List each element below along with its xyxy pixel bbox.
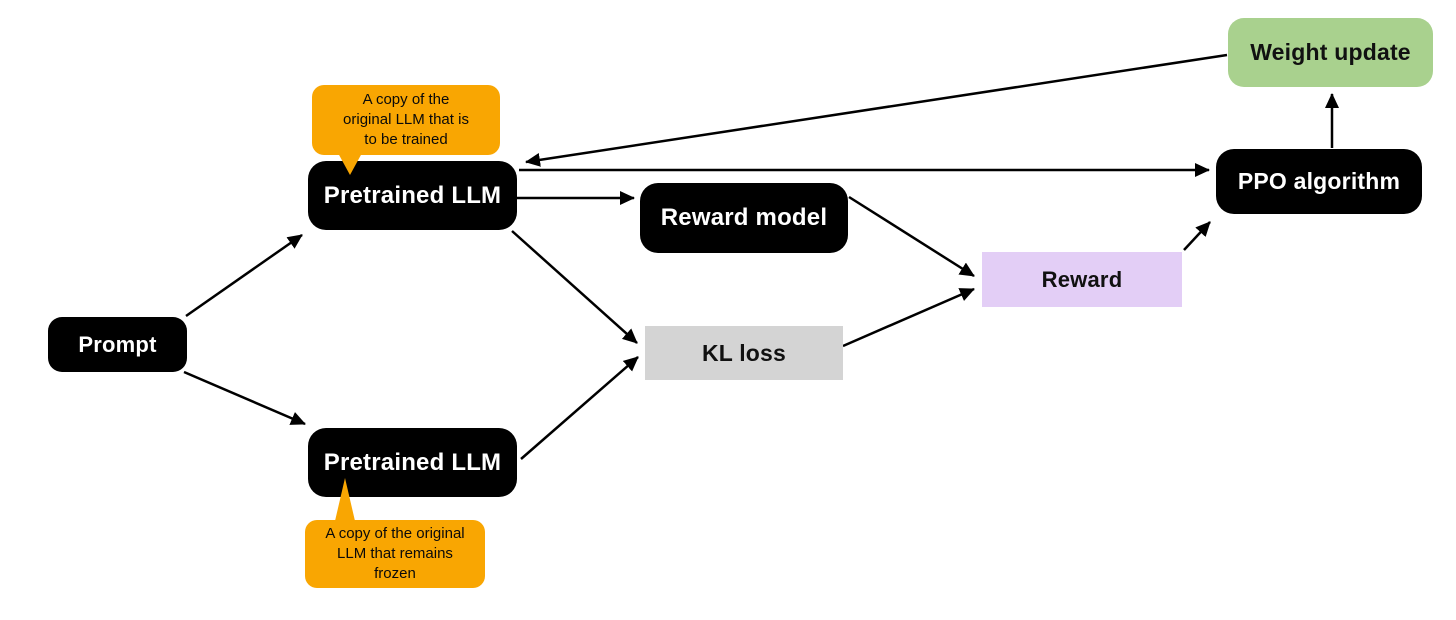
node-ppo-algorithm-label: PPO algorithm [1237, 168, 1401, 194]
callout-trained-note: A copy of the original LLM that is to be… [312, 85, 500, 175]
node-kl-loss: KL loss [645, 326, 843, 380]
callout-tail-up [335, 478, 355, 521]
callout-tail-down [338, 153, 362, 175]
node-reward: Reward [982, 252, 1182, 307]
node-reward-model: Reward model [640, 183, 848, 253]
edge-prompt-to-trained-llm [185, 233, 303, 318]
node-prompt-label: Prompt [78, 331, 157, 357]
edge-frozen-llm-to-kl-loss [520, 356, 639, 460]
callout-trained-note-line: to be trained [364, 131, 448, 148]
node-pretrained-llm-trained-label: Pretrained LLM [323, 181, 502, 209]
callout-trained-note-line: original LLM that is [343, 111, 469, 128]
callout-frozen-note: A copy of the original LLM that remains … [305, 478, 485, 588]
callout-frozen-note-line: frozen [374, 565, 416, 582]
node-kl-loss-label: KL loss [701, 339, 787, 366]
callout-frozen-note-line: LLM that remains [337, 545, 453, 562]
callout-frozen-note-line: A copy of the original [325, 525, 465, 542]
edge-reward-to-ppo [1183, 221, 1211, 251]
edge-trained-llm-to-kl-loss [511, 230, 638, 344]
edge-prompt-to-frozen-llm [183, 370, 306, 426]
node-pretrained-llm-frozen-label: Pretrained LLM [323, 448, 502, 476]
node-weight-update: Weight update [1228, 18, 1433, 87]
callout-trained-note-line: A copy of the [362, 91, 450, 108]
node-reward-model-label: Reward model [660, 204, 828, 231]
edge-reward-model-to-reward [848, 195, 975, 278]
node-reward-label: Reward [1041, 266, 1123, 292]
node-weight-update-label: Weight update [1250, 39, 1411, 65]
edge-kl-loss-to-reward [842, 287, 975, 348]
edge-weight-update-to-trained-llm [525, 53, 1228, 167]
node-ppo-algorithm: PPO algorithm [1216, 149, 1422, 214]
node-prompt: Prompt [48, 317, 187, 372]
